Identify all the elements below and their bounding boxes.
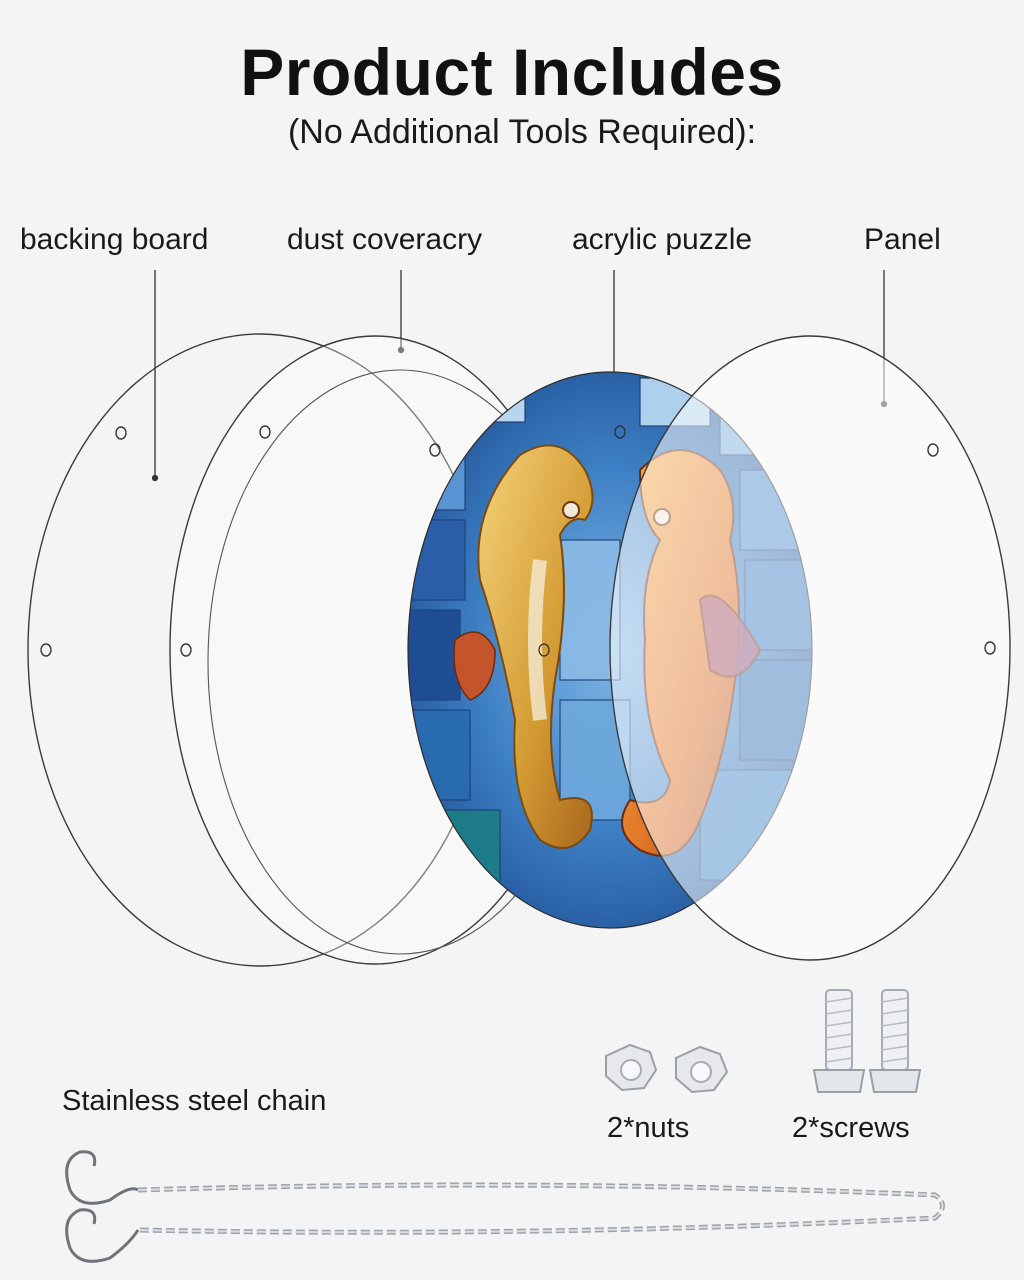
chain-assembly bbox=[65, 1150, 945, 1263]
chain-label: Stainless steel chain bbox=[62, 1085, 327, 1117]
acrylic-puzzle-label: acrylic puzzle bbox=[572, 223, 753, 256]
golden-seahorse bbox=[477, 444, 594, 849]
steel-chain bbox=[137, 1182, 945, 1235]
s-hook-icon bbox=[65, 1208, 97, 1249]
panel-label: Panel bbox=[864, 223, 941, 256]
mount-hole bbox=[259, 425, 271, 439]
mount-hole bbox=[927, 443, 939, 457]
mount-hole bbox=[429, 443, 441, 457]
mount-hole bbox=[614, 425, 626, 439]
dust-cover-label: dust coveracry bbox=[287, 223, 483, 256]
nuts-label: 2*nuts bbox=[607, 1112, 690, 1144]
front-panel-disc bbox=[609, 335, 1011, 961]
mount-hole bbox=[115, 426, 127, 440]
backing-board-label: backing board bbox=[20, 223, 209, 256]
leader-lines bbox=[151, 270, 888, 482]
mount-hole bbox=[180, 643, 192, 657]
s-hook-icon bbox=[65, 1150, 97, 1191]
mount-hole bbox=[538, 643, 550, 657]
page-subtitle: (No Additional Tools Required): bbox=[287, 113, 757, 151]
screw-icon bbox=[812, 989, 866, 1093]
nut-icons bbox=[605, 1043, 729, 1094]
mount-hole bbox=[40, 643, 52, 657]
coral-accent bbox=[453, 631, 496, 701]
nut-icon bbox=[675, 1045, 729, 1094]
mount-hole bbox=[984, 641, 996, 655]
screw-icon bbox=[868, 989, 922, 1093]
screws-label: 2*screws bbox=[792, 1112, 910, 1144]
screw-icons bbox=[812, 989, 922, 1093]
page-title: Product Includes bbox=[240, 35, 784, 109]
nut-icon bbox=[605, 1043, 658, 1092]
